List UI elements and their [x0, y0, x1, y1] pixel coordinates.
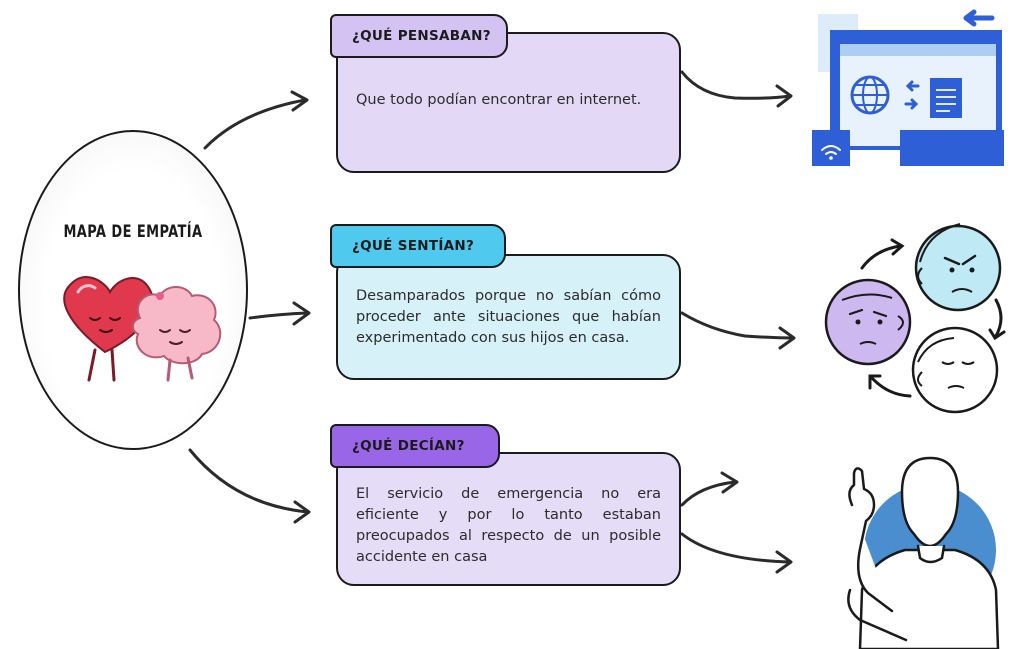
- tag-decian: ¿QUÉ DECÍAN?: [330, 424, 500, 468]
- card-decian-text: El servicio de emergencia no era eficien…: [356, 486, 661, 565]
- wifi-icon: [821, 145, 841, 155]
- card-pensaban-text: Que todo podían encontrar en internet.: [356, 92, 642, 108]
- brain-icon: [132, 286, 222, 382]
- card-decian: El servicio de emergencia no era eficien…: [336, 452, 681, 586]
- sad-face-icon: [911, 326, 999, 414]
- raised-hand-icon: [848, 467, 894, 613]
- card-sentian-text: Desamparados porque no sabían cómo proce…: [356, 288, 661, 346]
- worried-face-icon: [824, 278, 912, 366]
- heart-icon: [63, 276, 154, 382]
- back-arrow-icon: [963, 9, 995, 27]
- tag-sentian: ¿QUÉ SENTÍAN?: [330, 224, 506, 268]
- globe-icon: [850, 75, 890, 115]
- arrow-to-decian: [188, 448, 310, 514]
- angry-face-icon: [914, 223, 1002, 312]
- center-title: MAPA DE EMPATÍA: [63, 222, 203, 242]
- arrow-to-sentian: [248, 311, 309, 320]
- arrow-to-browser: [680, 70, 792, 100]
- arrow-to-pensaban: [203, 98, 307, 150]
- document-icon: [930, 78, 962, 118]
- card-sentian: Desamparados porque no sabían cómo proce…: [336, 254, 681, 380]
- arrow-to-person-upper: [680, 480, 737, 507]
- arrow-to-faces: [680, 311, 795, 340]
- tag-pensaban: ¿QUÉ PENSABAN?: [330, 14, 508, 58]
- arrow-to-person-lower: [680, 532, 792, 564]
